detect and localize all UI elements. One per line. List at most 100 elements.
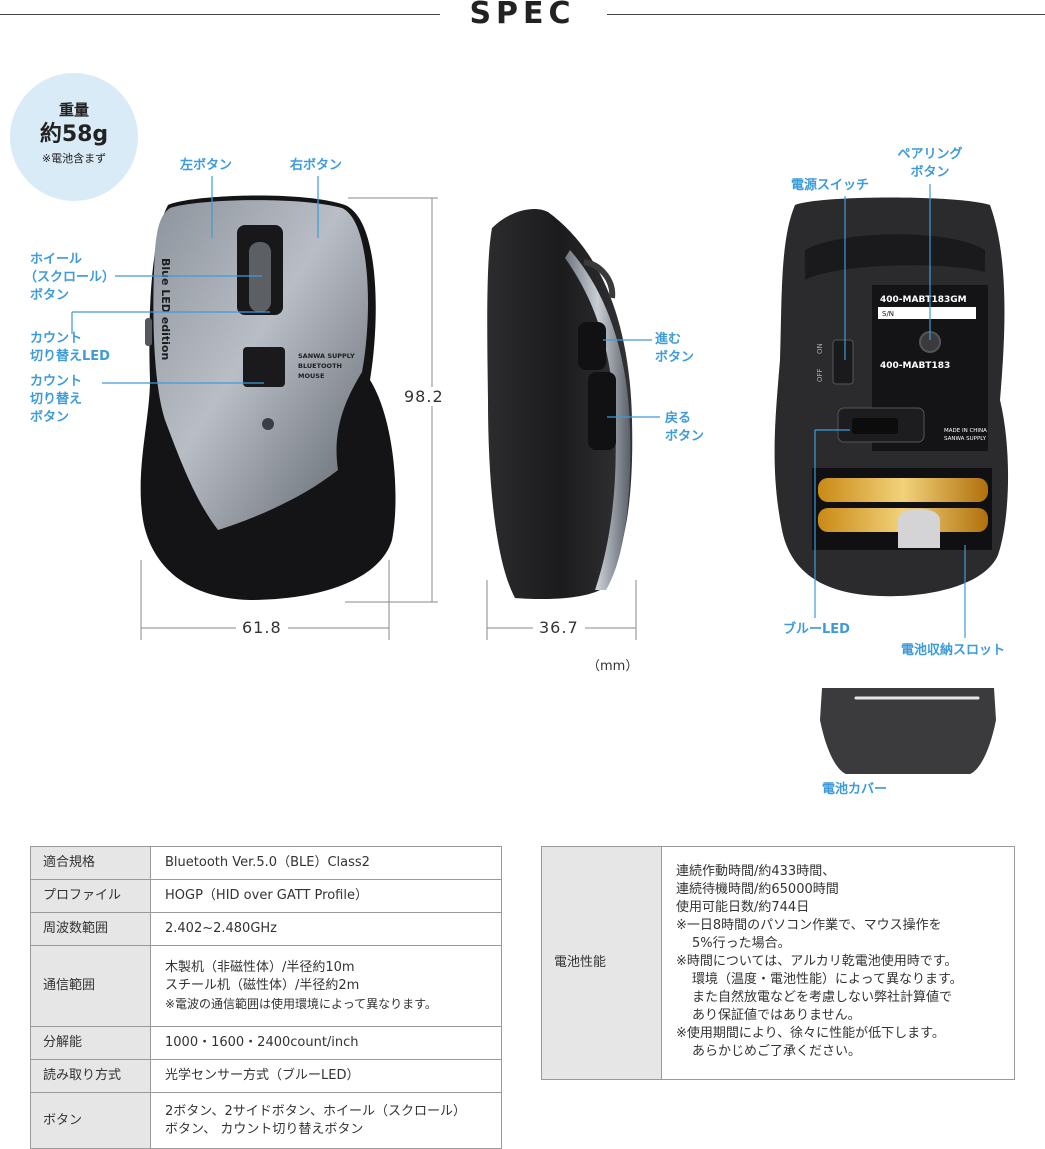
spec-value-line: ボタン、 カウント切り替えボタン [165, 1121, 364, 1137]
spec-value-line: HOGP（HID over GATT Profile） [165, 888, 368, 903]
spec-value: HOGP（HID over GATT Profile） [150, 879, 502, 913]
weight-value: 約58g [39, 122, 109, 147]
spec-row: ボタン 2ボタン、2サイドボタン、ホイール（スクロール） ボタン、 カウント切り替え… [30, 1092, 502, 1149]
brand-line-3: MOUSE [298, 372, 324, 380]
brand-line-2: BLUETOOTH [298, 362, 342, 370]
spec-value-line: ※電波の通信範囲は使用環境によって異なります。 [165, 997, 437, 1011]
spec-key: プロファイル [30, 879, 151, 913]
wheel-label: ホイール （スクロール） ボタン [24, 251, 115, 305]
leader-lines [71, 176, 966, 638]
wheel-label-line-2: （スクロール） [24, 270, 116, 285]
depth-dimension: 36.7 [533, 618, 585, 637]
battery-value-line: あり保証値ではありません。 [692, 1008, 861, 1023]
battery-1 [818, 478, 988, 502]
spec-row: 適合規格 Bluetooth Ver.5.0（BLE）Class2 [30, 846, 502, 880]
pairing-label-line-2: ボタン [910, 165, 950, 180]
spec-key: 適合規格 [30, 846, 151, 880]
battery-value-line: ※使用期間により、徐々に性能が低下します。 [676, 1026, 945, 1041]
spec-key: ボタン [30, 1092, 151, 1149]
count-led-label-line-1: カウント [30, 331, 83, 346]
model-label-2: 400-MABT183 [880, 361, 950, 371]
mouse-bottom-view: 400-MABT183GM S/N 400-MABT183 MADE IN CH… [774, 197, 1009, 597]
mouse-side-band [565, 250, 631, 590]
wheel-label-line-1: ホイール [30, 252, 83, 267]
battery-value-line: 使用可能日数/約744日 [676, 900, 810, 915]
header-rule-right [607, 14, 1045, 15]
spec-key: 分解能 [30, 1026, 151, 1060]
spec-value-line: スチール机（磁性体）/半径約2m [165, 978, 360, 993]
pairing-label-line-1: ペアリング [897, 147, 963, 162]
spec-value: 1000・1600・2400count/inch [150, 1026, 502, 1060]
power-switch [832, 339, 854, 385]
spec-key: 読み取り方式 [30, 1059, 151, 1093]
made-in-2: SANWA SUPPLY [944, 436, 987, 442]
side-print: Blue LED edition [159, 258, 172, 360]
spec-value-line: Bluetooth Ver.5.0（BLE）Class2 [165, 855, 370, 870]
count-button-label-line-2: 切り替え [30, 392, 83, 407]
count-button-label: カウント 切り替え ボタン [30, 373, 82, 427]
weight-label: 重量 [58, 101, 89, 119]
blue-led-label: ブルーLED [783, 622, 850, 637]
count-led-label-line-2: 切り替えLED [30, 349, 110, 364]
count-button-label-line-3: ボタン [30, 410, 70, 425]
battery-value-line: 連続待機時間/約65000時間 [676, 882, 839, 897]
battery-cover-label: 電池カバー [822, 782, 888, 797]
spec-value-line: 光学センサー方式（ブルーLED） [165, 1068, 360, 1083]
back-button-label: 戻る ボタン [665, 410, 704, 446]
made-in-1: MADE IN CHINA [944, 428, 987, 434]
battery-cover-body [820, 688, 996, 774]
forward-side-button [578, 322, 606, 370]
side-loop [583, 259, 616, 299]
spec-value: Bluetooth Ver.5.0（BLE）Class2 [150, 846, 502, 880]
sn-box [878, 307, 976, 319]
forward-label-line-1: 進む [655, 332, 682, 347]
pairing-label: ペアリング ボタン [890, 146, 970, 182]
battery-cover [820, 688, 996, 774]
battery-key: 電池性能 [541, 846, 662, 1080]
battery-ribbon [898, 508, 940, 548]
battery-value: 連続作動時間/約433時間、連続待機時間/約65000時間使用可能日数/約744… [661, 846, 1015, 1080]
spec-row: 通信範囲木製机（非磁性体）/半径約10m スチール机（磁性体）/半径約2m ※電波の… [30, 945, 502, 1027]
spec-row: プロファイル HOGP（HID over GATT Profile） [30, 879, 502, 913]
right-button-label: 右ボタン [290, 158, 343, 173]
battery-value-line: あらかじめご了承ください。 [692, 1044, 862, 1059]
spec-value-line: 2ボタン、2サイドボタン、ホイール（スクロール） [165, 1103, 466, 1119]
battery-value-line: 環境（温度・電池性能）によって異なります。 [692, 972, 963, 987]
back-side-button [588, 372, 616, 450]
left-button-label: 左ボタン [180, 158, 233, 173]
spec-value-line: 2.402~2.480GHz [165, 921, 277, 936]
product-diagram: Blue LED edition SANWA SUPPLY BLUETOOTH … [71, 176, 1009, 774]
sensor-lens [852, 418, 898, 434]
spec-key: 通信範囲 [30, 945, 151, 1027]
back-label-line-2: ボタン [665, 429, 705, 444]
battery-slot-label: 電池収納スロット [901, 643, 1006, 658]
spec-table: 適合規格 Bluetooth Ver.5.0（BLE）Class2 プロファイル HO… [30, 846, 502, 1149]
bluetooth-mark [262, 418, 274, 430]
forward-button-label: 進む ボタン [655, 331, 694, 367]
side-count-led [145, 318, 152, 346]
battery-value-line: 連続作動時間/約433時間、 [676, 864, 836, 879]
battery-table: 電池性能 連続作動時間/約433時間、連続待機時間/約65000時間使用可能日数… [541, 846, 1015, 1080]
width-dimension: 61.8 [236, 618, 288, 637]
unit-label: （mm） [587, 659, 639, 674]
spec-row: 読み取り方式光学センサー方式（ブルーLED） [30, 1059, 502, 1093]
battery-value-line: ※一日8時間のパソコン作業で、マウス操作を [676, 918, 942, 933]
forward-label-line-2: ボタン [655, 350, 695, 365]
switch-on: ON [816, 343, 824, 354]
scroll-wheel [249, 242, 271, 312]
bottom-top-strip [805, 234, 985, 280]
header-rule-left [0, 14, 440, 15]
battery-value-line: ※時間については、アルカリ乾電池使用時です。 [676, 954, 958, 969]
spec-value-line: 木製机（非磁性体）/半径約10m [165, 960, 355, 975]
spec-key: 周波数範囲 [30, 912, 151, 946]
weight-note: ※電池含まず [41, 152, 107, 165]
spec-value: 2ボタン、2サイドボタン、ホイール（スクロール） ボタン、 カウント切り替えボタン [150, 1092, 502, 1149]
power-switch-label: 電源スイッチ [791, 178, 870, 193]
mouse-top-view: Blue LED edition SANWA SUPPLY BLUETOOTH … [140, 195, 396, 600]
brand-line-1: SANWA SUPPLY [298, 352, 355, 360]
spec-value-line: 1000・1600・2400count/inch [165, 1035, 359, 1050]
switch-off: OFF [816, 368, 824, 382]
battery-row: 電池性能 連続作動時間/約433時間、連続待機時間/約65000時間使用可能日数… [541, 846, 1015, 1080]
spec-row: 周波数範囲 2.402~2.480GHz [30, 912, 502, 946]
back-label-line-1: 戻る [665, 411, 692, 426]
